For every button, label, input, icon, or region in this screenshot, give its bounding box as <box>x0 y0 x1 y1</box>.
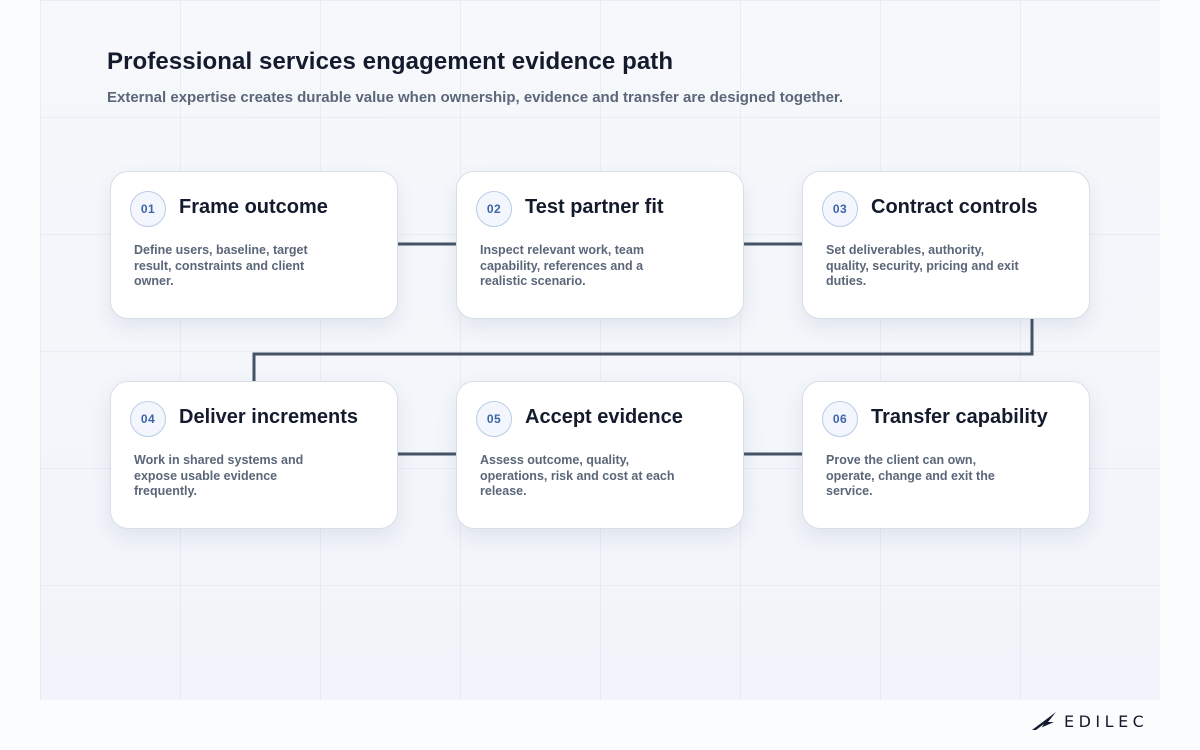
step-card-04: 04 Deliver increments Work in shared sys… <box>110 381 398 529</box>
step-number-badge: 03 <box>822 191 858 227</box>
page-title: Professional services engagement evidenc… <box>107 48 674 75</box>
step-title: Frame outcome <box>179 196 328 218</box>
step-number-badge: 02 <box>476 191 512 227</box>
step-card-03: 03 Contract controls Set deliverables, a… <box>802 171 1090 319</box>
brand-logo: EDILEC <box>1030 710 1148 732</box>
step-title: Accept evidence <box>525 406 683 428</box>
step-card-06: 06 Transfer capability Prove the client … <box>802 381 1090 529</box>
step-number-badge: 06 <box>822 401 858 437</box>
step-description: Define users, baseline, target result, c… <box>134 243 308 288</box>
step-card-02: 02 Test partner fit Inspect relevant wor… <box>456 171 744 319</box>
step-description: Assess outcome, quality, operations, ris… <box>480 453 675 498</box>
step-title: Transfer capability <box>871 406 1048 428</box>
step-description: Prove the client can own, operate, chang… <box>826 453 995 498</box>
edilec-wing-icon <box>1032 712 1056 730</box>
brand-name: EDILEC <box>1064 711 1149 731</box>
step-title: Contract controls <box>871 196 1038 218</box>
step-card-01: 01 Frame outcome Define users, baseline,… <box>110 171 398 319</box>
step-number-badge: 04 <box>130 401 166 437</box>
step-description: Inspect relevant work, team capability, … <box>480 243 644 288</box>
step-description: Work in shared systems and expose usable… <box>134 453 304 498</box>
step-card-05: 05 Accept evidence Assess outcome, quali… <box>456 381 744 529</box>
step-description: Set deliverables, authority, quality, se… <box>826 243 1019 288</box>
step-number-badge: 05 <box>476 401 512 437</box>
step-title: Deliver increments <box>179 406 358 428</box>
step-number-badge: 01 <box>130 191 166 227</box>
page-subtitle: External expertise creates durable value… <box>107 89 844 106</box>
step-title: Test partner fit <box>525 196 664 218</box>
